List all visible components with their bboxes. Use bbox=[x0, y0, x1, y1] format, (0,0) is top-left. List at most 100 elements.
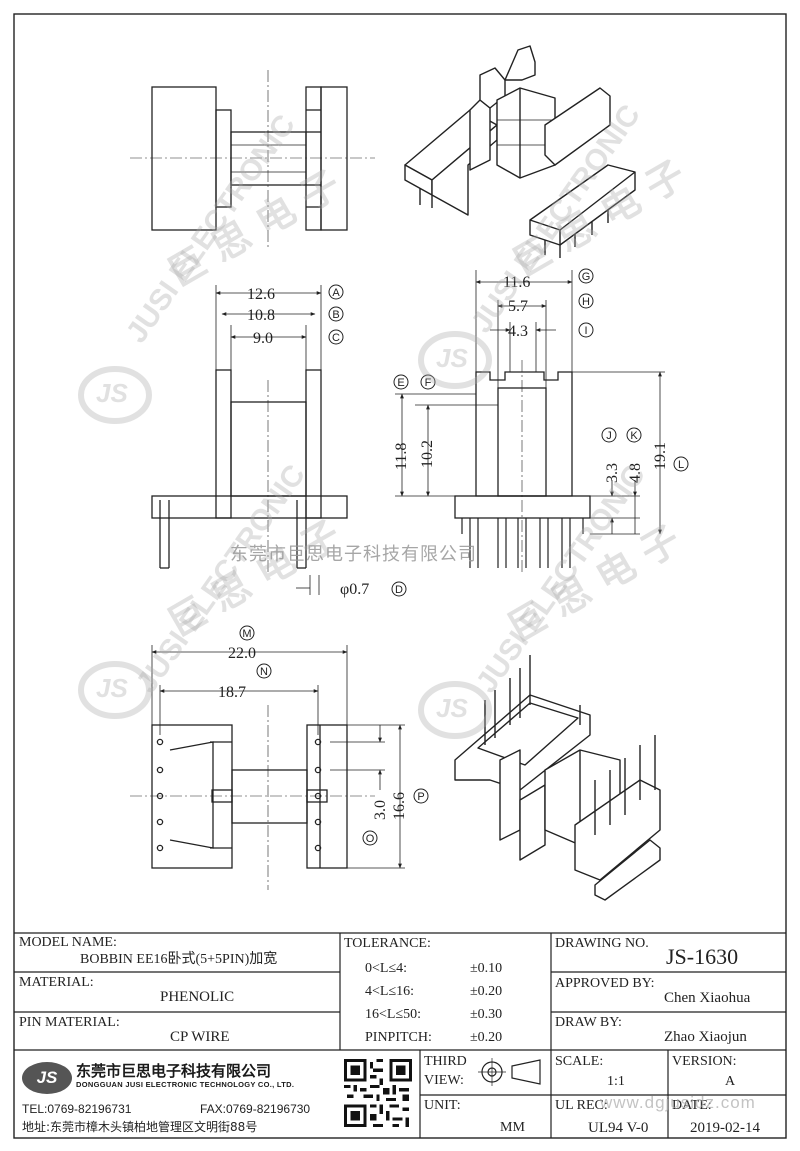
company-name-cn: 东莞市巨思电子科技有限公司 bbox=[76, 1062, 272, 1080]
svg-text:F: F bbox=[425, 377, 432, 389]
drawing-no-value: JS-1630 bbox=[666, 944, 739, 969]
website-watermark: www.dgjusidz.com bbox=[600, 1093, 756, 1112]
dim-B-value: 10.8 bbox=[247, 307, 275, 324]
pin-material-label: PIN MATERIAL: bbox=[19, 1015, 120, 1030]
dim-K-value: 4.8 bbox=[627, 463, 644, 483]
version-value: A bbox=[725, 1074, 736, 1089]
bottom-view bbox=[130, 645, 405, 890]
label-B: B bbox=[328, 306, 344, 322]
label-L: L bbox=[673, 456, 689, 472]
approved-by-value: Chen Xiaohua bbox=[664, 990, 751, 1006]
tolerance-value-3: ±0.30 bbox=[470, 1007, 503, 1022]
iso-view-bottom bbox=[454, 655, 661, 901]
tolerance-range-1: 0<L≤4: bbox=[365, 961, 408, 976]
dim-C-value: 9.0 bbox=[253, 330, 273, 347]
tolerance-value-2: ±0.20 bbox=[470, 984, 503, 999]
material-value: PHENOLIC bbox=[160, 989, 235, 1005]
company-tel: TEL:0769-82196731 bbox=[22, 1102, 132, 1116]
svg-text:M: M bbox=[242, 628, 251, 640]
third-view-label: THIRD bbox=[424, 1054, 467, 1069]
label-K: K bbox=[626, 427, 642, 443]
dim-L-value: 19.1 bbox=[652, 442, 669, 470]
dim-M-value: 22.0 bbox=[228, 645, 256, 662]
svg-text:I: I bbox=[584, 325, 587, 337]
scale-label: SCALE: bbox=[555, 1054, 604, 1069]
company-logo: JS bbox=[22, 1062, 72, 1094]
model-name-label: MODEL NAME: bbox=[19, 935, 117, 950]
watermark-graphics bbox=[78, 331, 492, 739]
version-label: VERSION: bbox=[672, 1054, 737, 1069]
svg-text:C: C bbox=[332, 332, 340, 344]
label-N: N bbox=[256, 663, 272, 679]
unit-label: UNIT: bbox=[424, 1098, 461, 1113]
third-view-label-2: VIEW: bbox=[424, 1073, 464, 1088]
company-watermark: 东莞市巨思电子科技有限公司 bbox=[230, 544, 477, 565]
dim-F-value: 10.2 bbox=[419, 440, 436, 468]
dim-J-value: 3.3 bbox=[604, 463, 621, 483]
label-G: G bbox=[578, 268, 594, 284]
top-view bbox=[130, 70, 375, 250]
approved-by-label: APPROVED BY: bbox=[555, 976, 655, 991]
svg-text:L: L bbox=[678, 459, 684, 471]
svg-text:K: K bbox=[630, 430, 638, 442]
tolerance-range-3: 16<L≤50: bbox=[365, 1007, 422, 1022]
projection-symbol-icon bbox=[478, 1058, 541, 1086]
label-H: H bbox=[578, 293, 594, 309]
label-I: I bbox=[578, 322, 594, 338]
label-C: C bbox=[328, 329, 344, 345]
label-J: J bbox=[601, 427, 617, 443]
svg-text:J: J bbox=[606, 430, 612, 442]
svg-text:B: B bbox=[332, 309, 339, 321]
dim-O-value: 3.0 bbox=[372, 800, 389, 820]
draw-by-value: Zhao Xiaojun bbox=[664, 1029, 747, 1045]
pin-material-value: CP WIRE bbox=[170, 1029, 230, 1045]
dim-G-value: 11.6 bbox=[503, 274, 530, 291]
dim-P-value: 16.6 bbox=[391, 792, 408, 820]
material-label: MATERIAL: bbox=[19, 975, 94, 990]
label-E: E bbox=[393, 374, 409, 390]
tolerance-value-4: ±0.20 bbox=[470, 1030, 503, 1045]
svg-text:P: P bbox=[417, 791, 424, 803]
tolerance-range-2: 4<L≤16: bbox=[365, 984, 415, 999]
svg-text:G: G bbox=[582, 271, 591, 283]
label-P: P bbox=[413, 788, 429, 804]
draw-by-label: DRAW BY: bbox=[555, 1015, 622, 1030]
label-O: O bbox=[362, 830, 378, 846]
dim-I-value: 4.3 bbox=[508, 323, 528, 340]
dim-A-value: 12.6 bbox=[247, 286, 275, 303]
front-view bbox=[151, 285, 348, 595]
svg-text:O: O bbox=[366, 833, 375, 845]
dim-E-value: 11.8 bbox=[393, 443, 410, 470]
label-A: A bbox=[328, 284, 344, 300]
dim-N-value: 18.7 bbox=[218, 684, 246, 701]
svg-text:N: N bbox=[260, 666, 268, 678]
drawing-no-label: DRAWING NO. bbox=[555, 936, 649, 951]
svg-text:A: A bbox=[332, 287, 340, 299]
sheet-border bbox=[13, 13, 787, 1139]
dim-H-value: 5.7 bbox=[508, 298, 528, 315]
label-F: F bbox=[420, 374, 436, 390]
tolerance-value-1: ±0.10 bbox=[470, 961, 503, 976]
svg-text:H: H bbox=[582, 296, 590, 308]
company-fax: FAX:0769-82196730 bbox=[200, 1102, 311, 1116]
svg-text:E: E bbox=[397, 377, 404, 389]
title-block-grid bbox=[14, 932, 786, 1138]
label-M: M bbox=[239, 625, 255, 641]
company-address: 地址:东莞市樟木头镇柏地管理区文明街88号 bbox=[22, 1120, 258, 1134]
date-value: 2019-02-14 bbox=[690, 1120, 760, 1136]
ul-rec-label: UL REC: bbox=[555, 1098, 608, 1113]
svg-text:D: D bbox=[395, 584, 403, 596]
date-label: DATE: bbox=[672, 1098, 712, 1113]
label-D: D bbox=[391, 581, 407, 597]
dim-D-value: φ0.7 bbox=[340, 581, 369, 598]
unit-value: MM bbox=[500, 1120, 525, 1135]
qr-code bbox=[344, 1059, 412, 1127]
scale-value: 1:1 bbox=[607, 1074, 625, 1089]
tolerance-range-4: PINPITCH: bbox=[365, 1030, 432, 1045]
tolerance-label: TOLERANCE: bbox=[344, 936, 431, 951]
side-view bbox=[395, 270, 665, 575]
model-name-value: BOBBIN EE16卧式(5+5PIN)加宽 bbox=[80, 952, 278, 967]
ul-rec-value: UL94 V-0 bbox=[588, 1120, 649, 1136]
company-name-en: DONGGUAN JUSI ELECTRONIC TECHNOLOGY CO.,… bbox=[76, 1080, 295, 1089]
